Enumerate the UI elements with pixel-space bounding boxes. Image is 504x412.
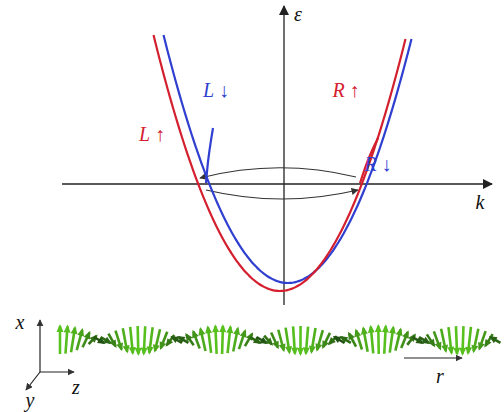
spin-arrow: [434, 331, 442, 350]
spin-arrow: [153, 329, 160, 353]
spin-arrow: [441, 329, 448, 353]
axis-label: L ↓: [203, 80, 229, 100]
band-curve: [206, 128, 213, 183]
spin-arrow: [192, 330, 200, 349]
k-axis: [62, 183, 492, 184]
spin-arrow: [315, 330, 322, 352]
scattering-arrow: [206, 190, 358, 199]
spin-arrow: [361, 326, 368, 352]
spin-arrow: [368, 325, 375, 354]
spin-arrow: [375, 324, 382, 354]
spin-arrow: [322, 333, 330, 349]
spin-arrow: [271, 332, 279, 349]
axis-label: L ↑: [139, 124, 165, 144]
spin-arrow: [141, 326, 148, 356]
spin-arrow: [291, 326, 298, 355]
spin-helix: [57, 324, 501, 356]
axis-label: k: [476, 192, 485, 212]
spin-arrow: [57, 324, 64, 354]
axis-label: ε: [294, 4, 302, 24]
spin-arrow: [354, 329, 361, 350]
scattering-arrow: [200, 168, 356, 178]
spin-arrow: [64, 324, 71, 353]
spin-arrow: [264, 336, 273, 346]
x-axis-glyph: [39, 320, 40, 372]
spin-arrow: [219, 324, 226, 354]
spin-arrow: [129, 327, 136, 355]
spin-arrow: [205, 325, 212, 353]
spin-arrow: [348, 332, 356, 347]
spin-arrow: [297, 326, 304, 356]
spin-arrow: [116, 331, 123, 352]
spin-arrow: [471, 329, 478, 354]
spin-arrow: [303, 327, 310, 356]
spin-arrow: [108, 334, 116, 348]
spin-arrow: [135, 326, 142, 356]
axis-label: R ↑: [332, 80, 359, 100]
band-curves: [154, 35, 412, 291]
spin-arrow: [465, 327, 472, 355]
band-curve: [164, 35, 412, 283]
spin-arrow: [212, 324, 219, 354]
energy-axis: [283, 6, 284, 305]
axis-label: R ↓: [364, 154, 391, 174]
axis-label: x: [16, 312, 25, 332]
spin-arrow: [285, 328, 292, 355]
spin-arrow: [278, 330, 285, 352]
spin-arrow: [401, 330, 409, 348]
axis-label: y: [26, 390, 35, 410]
spin-arrow: [489, 336, 501, 343]
z-axis-glyph: [40, 371, 74, 372]
spin-arrow: [160, 332, 168, 350]
spin-arrow: [478, 331, 486, 351]
band-curve: [154, 35, 406, 291]
spin-arrow: [198, 327, 205, 351]
axis-label: z: [72, 377, 80, 397]
r-arrow: [404, 357, 462, 358]
spin-arrow: [427, 334, 435, 347]
axis-label: r: [436, 366, 444, 386]
spin-arrow: [309, 328, 316, 354]
spin-arrow: [453, 326, 460, 356]
spin-arrow: [459, 326, 466, 356]
spin-arrow: [83, 331, 91, 347]
spin-arrow: [226, 325, 233, 353]
y-axis-glyph: [26, 372, 40, 390]
spin-arrow: [147, 327, 154, 354]
spin-arrow: [447, 327, 454, 355]
spin-arrow: [382, 324, 389, 353]
spin-arrow: [123, 328, 130, 353]
